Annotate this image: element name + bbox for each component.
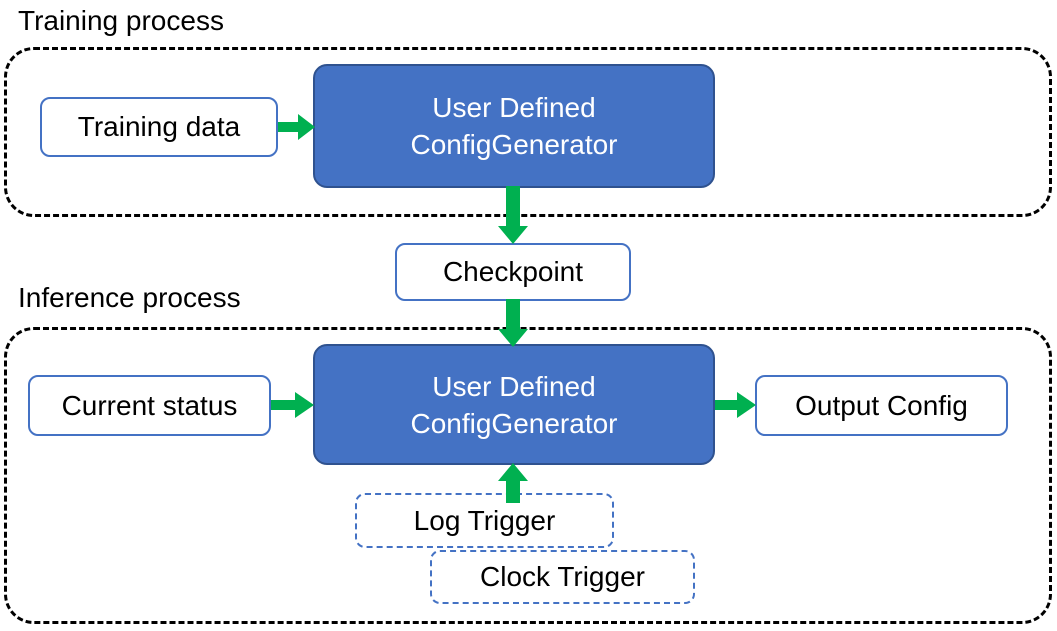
- inference-process-label: Inference process: [18, 282, 241, 313]
- node-output-config[interactable]: Output Config: [755, 375, 1008, 436]
- training-process-label: Training process: [18, 5, 224, 36]
- generator-training-line-2: ConfigGenerator: [410, 129, 618, 160]
- node-user-defined-config-generator-training[interactable]: User Defined ConfigGenerator: [313, 64, 715, 188]
- node-current-status[interactable]: Current status: [28, 375, 271, 436]
- generator-inference-line-1: User Defined: [432, 370, 596, 402]
- node-clock-trigger[interactable]: Clock Trigger: [430, 550, 695, 604]
- generator-training-line-1: User Defined: [432, 92, 596, 123]
- node-log-trigger[interactable]: Log Trigger: [355, 493, 614, 548]
- generator-inference-line-2: ConfigGenerator: [410, 407, 618, 439]
- arrow-generator-to-output-config-icon: [715, 390, 757, 420]
- arrow-current-status-to-generator-icon: [271, 390, 315, 420]
- node-training-data[interactable]: Training data: [40, 97, 278, 157]
- arrow-checkpoint-to-generator-icon: [497, 299, 529, 349]
- training-process-container: [4, 47, 1052, 217]
- arrow-generator-to-checkpoint-icon: [497, 186, 529, 246]
- node-user-defined-config-generator-inference[interactable]: User Defined ConfigGenerator: [313, 344, 715, 465]
- arrow-triggers-to-generator-icon: [497, 463, 529, 503]
- arrow-training-data-to-generator-icon: [278, 112, 316, 142]
- node-checkpoint[interactable]: Checkpoint: [395, 243, 631, 301]
- inference-process-container: [4, 327, 1052, 624]
